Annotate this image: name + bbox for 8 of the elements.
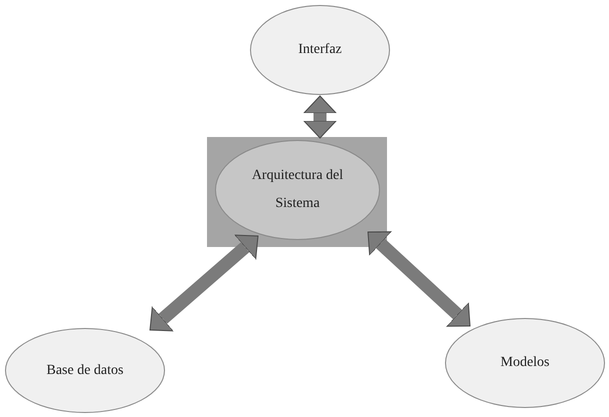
- node-label: Interfaz: [298, 41, 342, 59]
- background-square: [207, 137, 387, 247]
- double-arrow: [150, 234, 258, 332]
- node-label: Modelos: [500, 354, 550, 372]
- double-arrow: [368, 231, 470, 327]
- double-arrow: [304, 96, 336, 138]
- node-label: Arquitectura del Sistema: [250, 167, 344, 213]
- node-label: Base de datos: [46, 362, 124, 380]
